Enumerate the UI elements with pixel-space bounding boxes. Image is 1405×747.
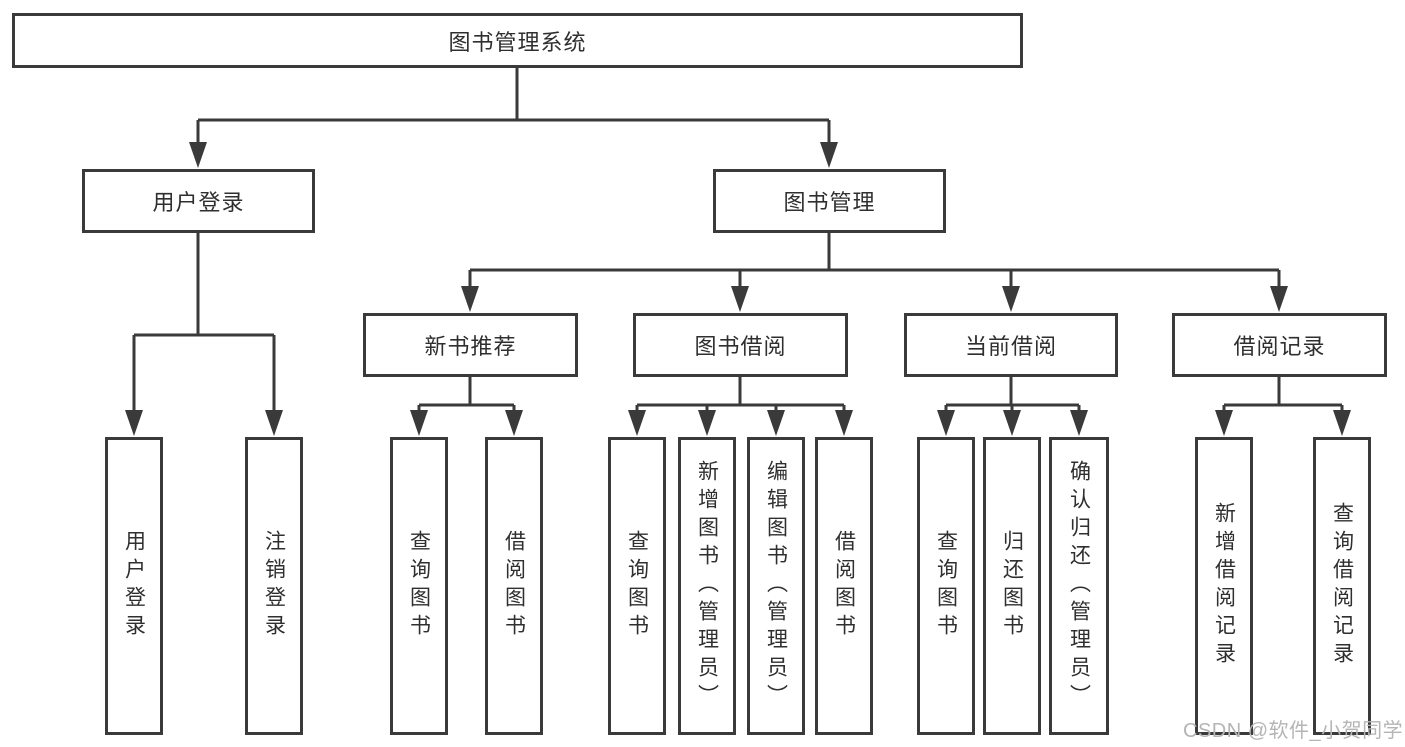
leaf-borrow-query-books: 查询图书 (608, 437, 666, 735)
arrow-down-icon (410, 410, 428, 436)
leaf-label: 查询借阅记录 (1330, 502, 1354, 670)
arrowheads (125, 142, 1351, 436)
leaf-label: 用户登录 (122, 530, 146, 642)
leaf-label: 新增借阅记录 (1212, 502, 1236, 670)
node-new-book-recommend: 新书推荐 (363, 313, 578, 377)
node-borrow-record: 借阅记录 (1172, 313, 1387, 377)
leaf-recommend-query-books: 查询图书 (390, 437, 448, 735)
arrow-down-icon (731, 286, 749, 312)
leaf-label: 借阅图书 (502, 530, 526, 642)
arrow-down-icon (937, 410, 955, 436)
arrow-down-icon (820, 142, 838, 168)
csdn-watermark: CSDN @软件_小贺同学 (1183, 720, 1404, 742)
connector-current-group (944, 377, 1081, 412)
arrow-down-icon (1215, 410, 1233, 436)
arrow-down-icon (1003, 410, 1021, 436)
arrow-down-icon (628, 410, 646, 436)
leaf-record-query-borrow-record: 查询借阅记录 (1313, 437, 1371, 735)
arrow-down-icon (1333, 410, 1351, 436)
node-label: 图书管理 (783, 190, 876, 215)
leaf-current-query-books: 查询图书 (917, 437, 975, 735)
connector-root-stem (196, 68, 831, 144)
leaf-label: 查询图书 (625, 530, 649, 642)
node-label: 用户登录 (152, 190, 245, 215)
connector-recommend-group (417, 377, 516, 412)
node-book-borrow: 图书借阅 (633, 313, 848, 377)
arrow-down-icon (461, 286, 479, 312)
arrow-down-icon (265, 410, 283, 436)
node-label: 借阅记录 (1233, 334, 1326, 359)
arrow-down-icon (125, 410, 143, 436)
leaf-user-login: 用户登录 (105, 437, 163, 735)
leaf-label: 编辑图书（管理员） (764, 460, 788, 712)
leaf-label: 归还图书 (1000, 530, 1024, 642)
arrow-down-icon (1270, 286, 1288, 312)
connector-book-manage-group (468, 233, 1281, 288)
leaf-label: 查询图书 (934, 530, 958, 642)
leaf-label: 确认归还（管理员） (1067, 460, 1091, 712)
connector-borrow-group (635, 377, 846, 412)
leaf-logout: 注销登录 (245, 437, 303, 735)
arrow-down-icon (1002, 286, 1020, 312)
arrow-down-icon (189, 142, 207, 168)
node-label: 图书借阅 (694, 334, 787, 359)
leaf-borrow-add-books-admin: 新增图书（管理员） (678, 437, 736, 735)
leaf-recommend-borrow-books: 借阅图书 (485, 437, 543, 735)
arrow-down-icon (835, 410, 853, 436)
leaf-current-confirm-return-admin: 确认归还（管理员） (1049, 437, 1109, 735)
node-current-borrow: 当前借阅 (904, 313, 1118, 377)
leaf-borrow-borrow-books: 借阅图书 (815, 437, 873, 735)
leaf-label: 新增图书（管理员） (695, 460, 719, 712)
node-label: 图书管理系统 (448, 29, 587, 55)
arrow-down-icon (767, 410, 785, 436)
node-library-system: 图书管理系统 (12, 13, 1023, 68)
node-user-login: 用户登录 (82, 169, 315, 233)
leaf-borrow-edit-books-admin: 编辑图书（管理员） (747, 437, 805, 735)
arrow-down-icon (1070, 410, 1088, 436)
node-label: 当前借阅 (964, 334, 1057, 359)
leaf-label: 注销登录 (262, 530, 286, 642)
arrow-down-icon (505, 410, 523, 436)
leaf-current-return-books: 归还图书 (983, 437, 1041, 735)
connector-user-login-group (132, 233, 276, 412)
leaf-label: 借阅图书 (832, 530, 856, 642)
node-book-manage: 图书管理 (713, 169, 946, 233)
leaf-record-add-borrow-record: 新增借阅记录 (1195, 437, 1253, 735)
leaf-label: 查询图书 (407, 530, 431, 642)
connector-record-group (1222, 377, 1344, 412)
node-label: 新书推荐 (424, 334, 517, 359)
arrow-down-icon (698, 410, 716, 436)
